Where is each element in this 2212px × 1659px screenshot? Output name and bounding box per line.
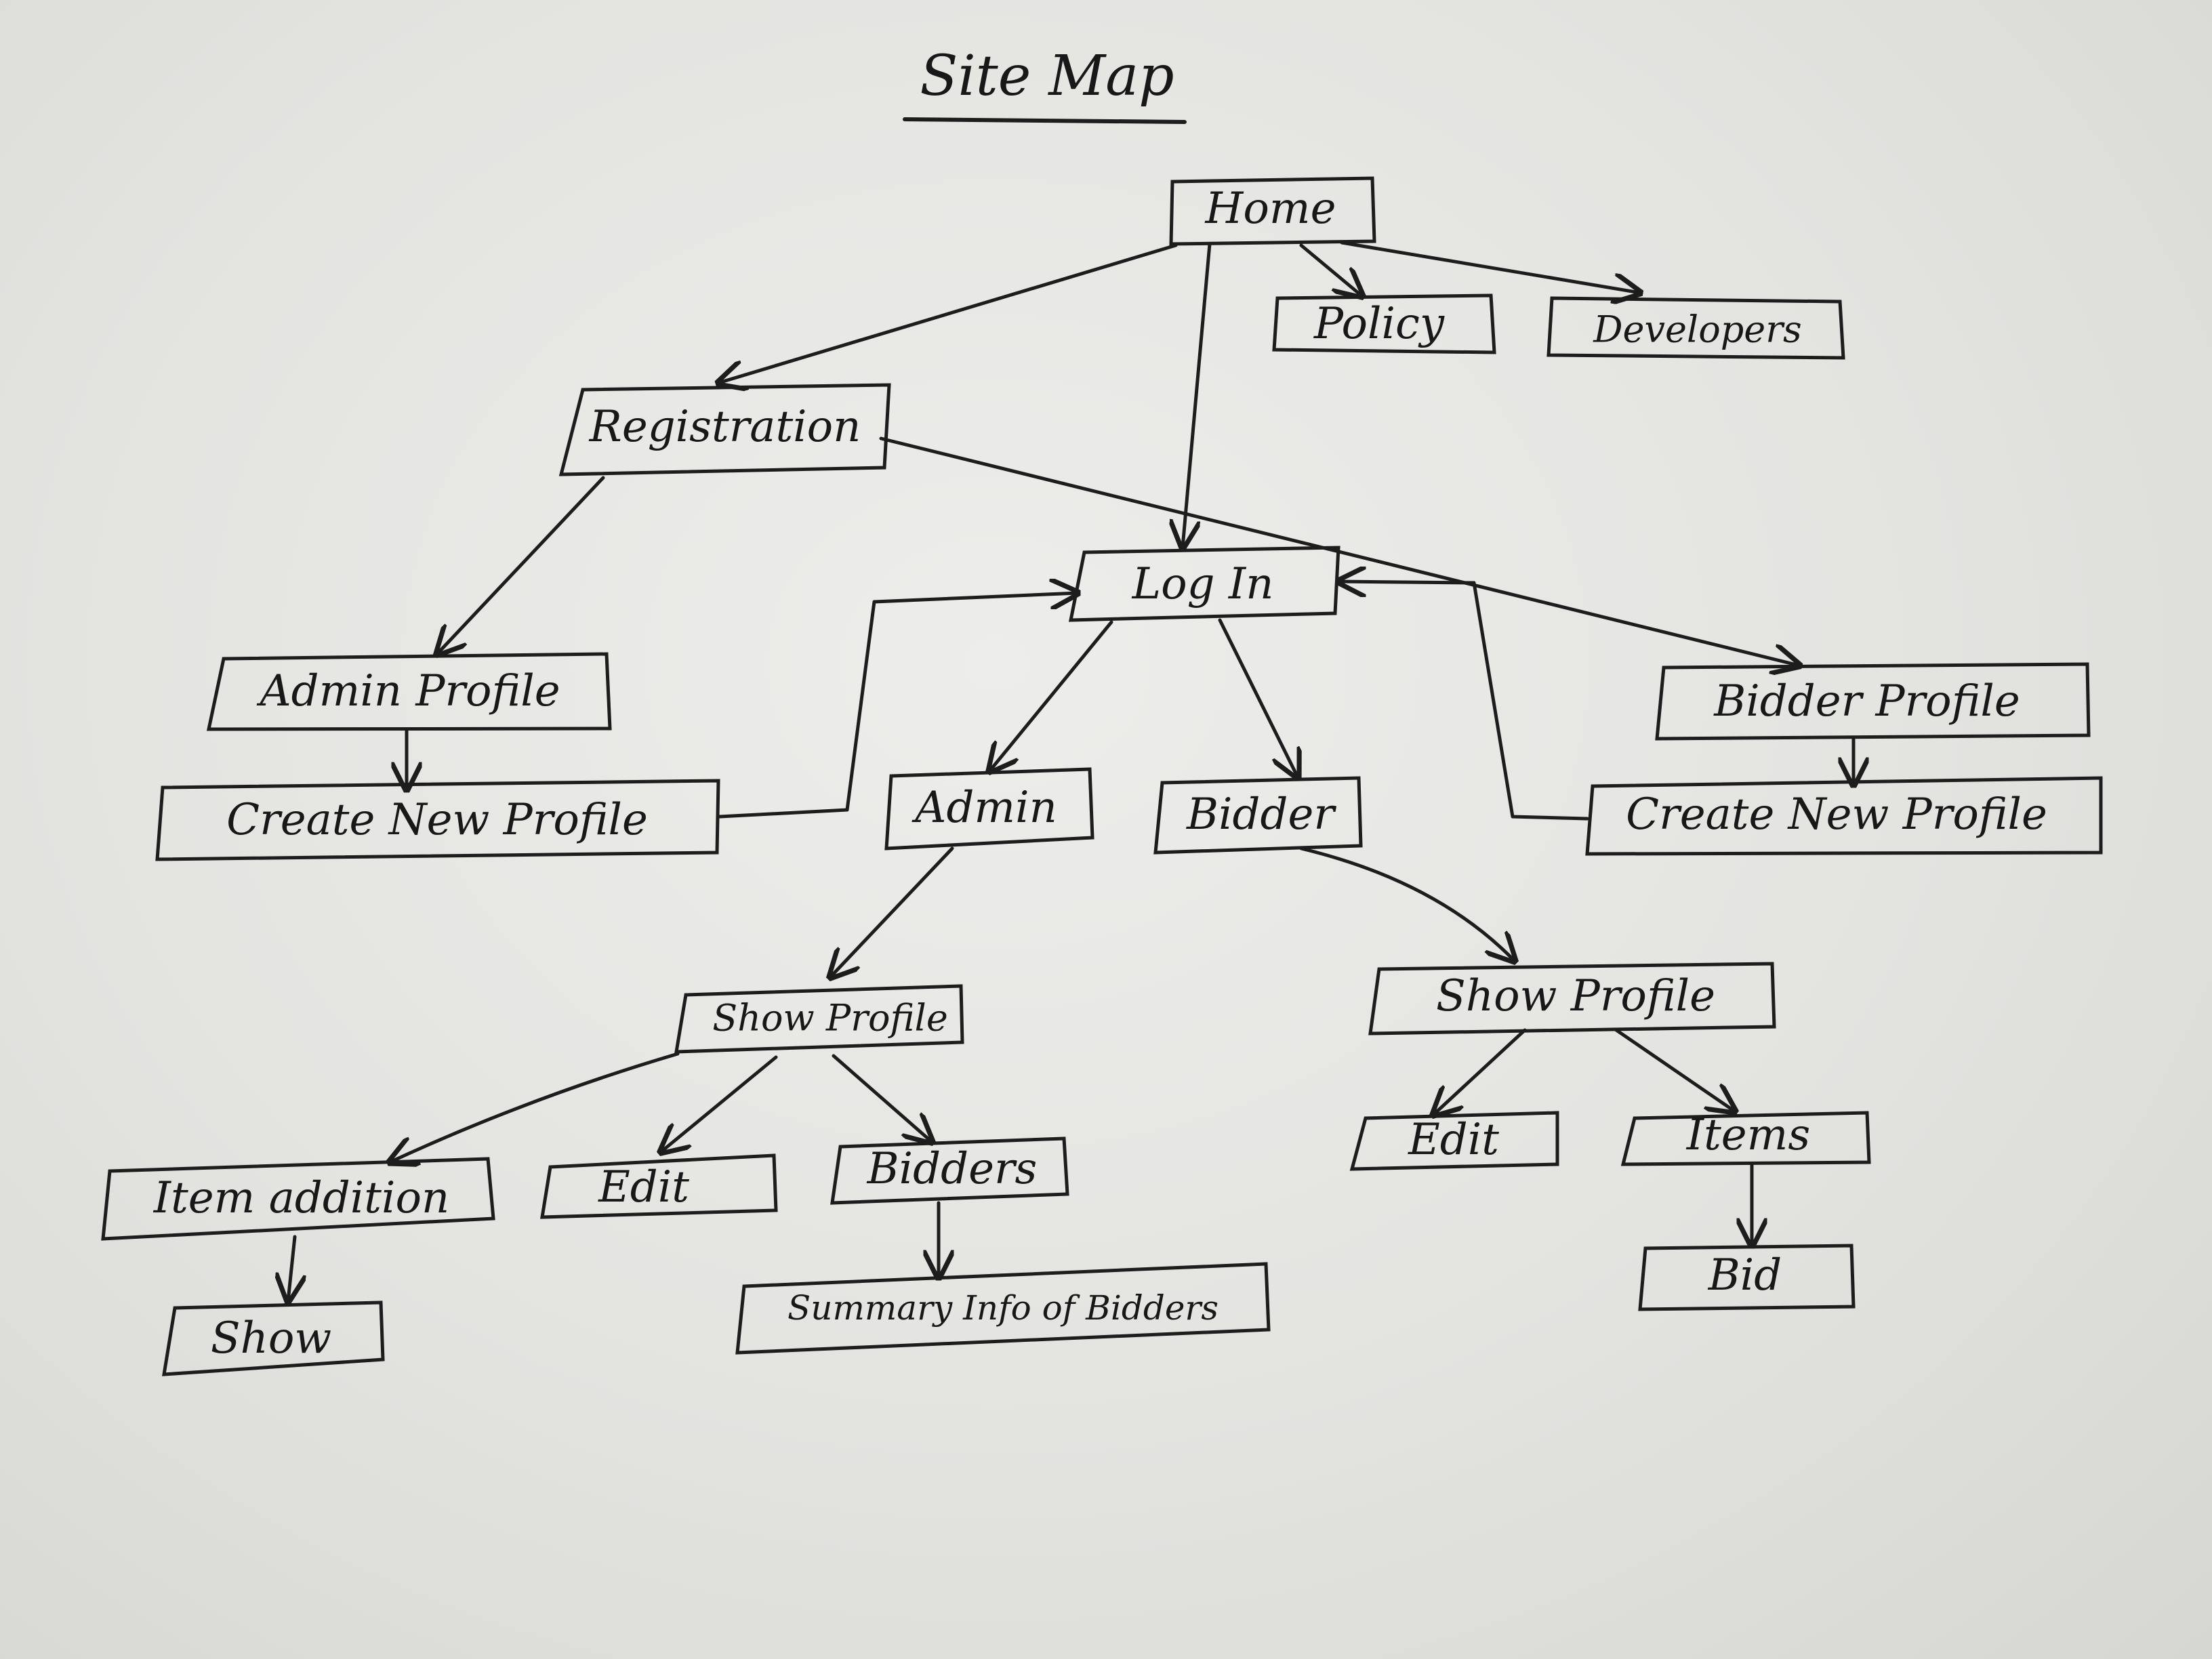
node-create-new-profile-left: Create New Profile [155,779,720,861]
node-label: Home [1205,184,1336,234]
node-label: Bidders [867,1144,1038,1194]
edge-log-in-admin [989,620,1113,771]
diagram-title: Site Map [920,44,1174,108]
node-label: Admin [912,783,1057,833]
node-label: Bid [1708,1250,1782,1300]
edge-admin-show-profile-admin [830,846,954,977]
node-label: Item addition [153,1173,449,1223]
node-items: Items [1620,1110,1871,1166]
edge-show-profile-bidder-items [1614,1028,1735,1111]
node-bidders: Bidders [830,1136,1069,1205]
edge-registration-admin-profile [437,476,605,654]
edge-item-addition-show [288,1235,295,1301]
node-home: Home [1169,176,1376,246]
node-label: Admin Profile [256,666,560,716]
node-admin: Admin [884,767,1094,851]
node-label: Edit [598,1162,689,1212]
node-show: Show [162,1300,385,1376]
edge-show-profile-admin-item-addition [390,1052,680,1162]
connector-layer [288,241,1853,1301]
title-underline [903,117,1187,124]
node-create-new-profile-right: Create New Profile [1585,776,2103,856]
edge-create-new-profile-left-log-in [718,593,1078,819]
edge-bidder-show-profile-bidder [1299,846,1515,961]
node-label: Developers [1593,308,1802,351]
node-label: Show Profile [1436,971,1715,1021]
edge-home-developers [1340,241,1640,293]
node-summary-info-of-bidders: Summary Info of Bidders [735,1262,1271,1355]
node-label: Edit [1408,1115,1499,1165]
node-bidder-profile: Bidder Profile [1655,662,2091,741]
edge-show-profile-admin-bidders [832,1054,932,1142]
edge-show-profile-admin-edit [661,1055,778,1152]
node-label: Registration [589,402,861,452]
node-label: Create New Profile [226,795,648,845]
edge-home-policy [1299,243,1362,296]
node-edit-bidder: Edit [1349,1111,1559,1171]
node-admin-profile: Admin Profile [206,652,612,731]
node-label: Summary Info of Bidders [787,1288,1218,1328]
node-label: Create New Profile [1626,790,2047,840]
node-show-profile-admin: Show Profile [674,984,964,1054]
node-label: Bidder Profile [1713,676,2020,726]
node-item-addition: Item addition [101,1157,495,1241]
node-label: Show [211,1313,331,1364]
node-label: Log In [1132,559,1274,609]
edge-log-in-bidder [1218,618,1298,777]
edge-show-profile-bidder-edit [1433,1028,1527,1115]
node-policy: Policy [1272,293,1496,354]
node-developers: Developers [1547,296,1845,360]
node-label: Bidder [1186,790,1336,840]
edge-registration-bidder-profile [879,436,1799,665]
edge-home-log-in [1183,242,1212,548]
node-label: Show Profile [712,997,948,1040]
node-edit-admin: Edit [540,1153,778,1219]
node-show-profile-bidder: Show Profile [1368,962,1776,1036]
node-bidder: Bidder [1153,776,1363,855]
node-registration: Registration [558,383,891,476]
node-label: Items [1686,1110,1810,1160]
edge-create-new-profile-right-log-in [1338,581,1589,821]
edge-home-registration [718,243,1178,383]
node-log-in: Log In [1068,546,1340,622]
node-label: Policy [1313,299,1445,349]
node-bid: Bid [1638,1244,1856,1311]
